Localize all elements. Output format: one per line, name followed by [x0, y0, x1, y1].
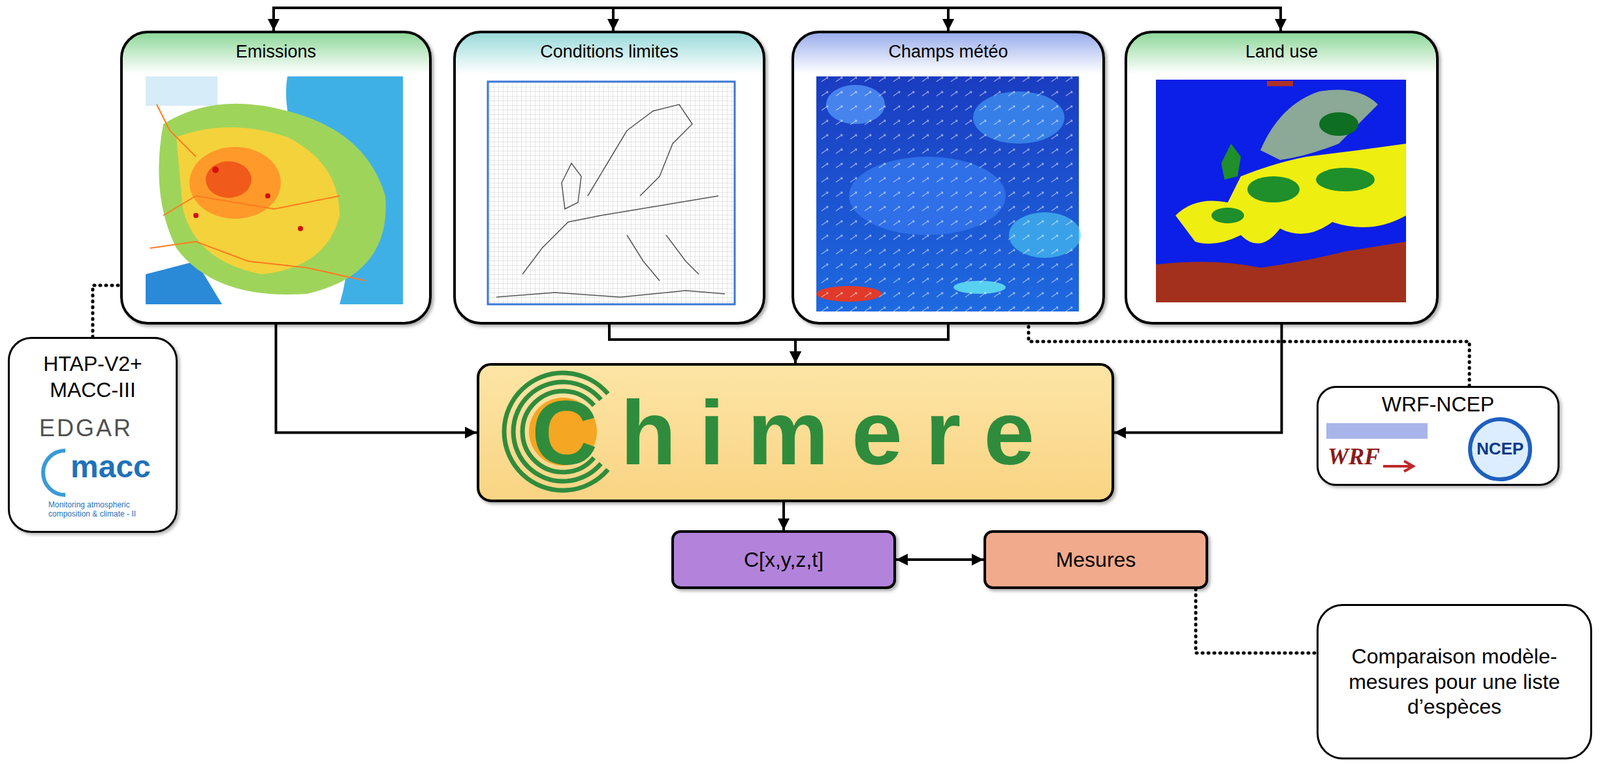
logo-arc: [43, 450, 66, 496]
chimere-logo: [476, 363, 1115, 503]
flow-arrow: [795, 324, 949, 364]
source-box: WRF-NCEP: [1316, 385, 1560, 486]
box-title: Champs météo: [888, 41, 1008, 63]
input-panel: Emissions: [120, 30, 432, 325]
logo-text: EDGAR: [39, 414, 133, 443]
dotted-link: [92, 285, 121, 337]
dotted-link: [1195, 589, 1317, 654]
model-box: Chimere: [476, 363, 1115, 503]
bracket-arrow: [272, 6, 275, 31]
box-title: Emissions: [235, 41, 317, 63]
flow-arrow: [609, 324, 796, 364]
logo-text: WRF: [1327, 442, 1380, 471]
input-panel: Champs météo: [791, 30, 1105, 325]
measure-box: Mesures: [983, 530, 1209, 590]
input-panel: Conditions limites: [453, 30, 766, 325]
bracket-arrow: [946, 7, 950, 31]
output-box: C[x,y,z,t]: [671, 530, 896, 590]
box-title: C[x,y,z,t]: [743, 547, 824, 573]
bracket-arrow: [611, 7, 615, 31]
flow-arrow: [276, 324, 478, 433]
flow-arrow: [782, 502, 785, 531]
box-title: WRF-NCEP: [1381, 391, 1495, 417]
input-panel: Land use: [1124, 30, 1439, 325]
box-title: Conditions limites: [540, 41, 679, 63]
logo-text: NCEP: [1467, 438, 1533, 460]
bracket-line: [273, 6, 1281, 10]
logo-band: [1326, 423, 1428, 439]
box-text: MACC-III: [49, 376, 136, 403]
box-fill: [476, 363, 1115, 503]
dotted-link: [1028, 324, 1470, 386]
logo-text: Chimere: [531, 387, 1058, 479]
box-title: Comparaison modèle-mesures pour une list…: [1328, 643, 1580, 720]
logo-subtitle: Monitoring atmospheric composition & cli…: [48, 500, 170, 520]
bracket-arrow: [1279, 6, 1282, 31]
flow-arrow: [896, 558, 984, 561]
box-title: HTAP-V2+: [43, 350, 142, 377]
logo-arrow: [1383, 461, 1414, 472]
box-title: Land use: [1245, 41, 1318, 63]
box-title: Mesures: [1056, 547, 1137, 573]
note-box: Comparaison modèle-mesures pour une list…: [1316, 604, 1593, 760]
input-bracket: [273, 6, 1281, 31]
logo-text: macc: [70, 448, 151, 486]
